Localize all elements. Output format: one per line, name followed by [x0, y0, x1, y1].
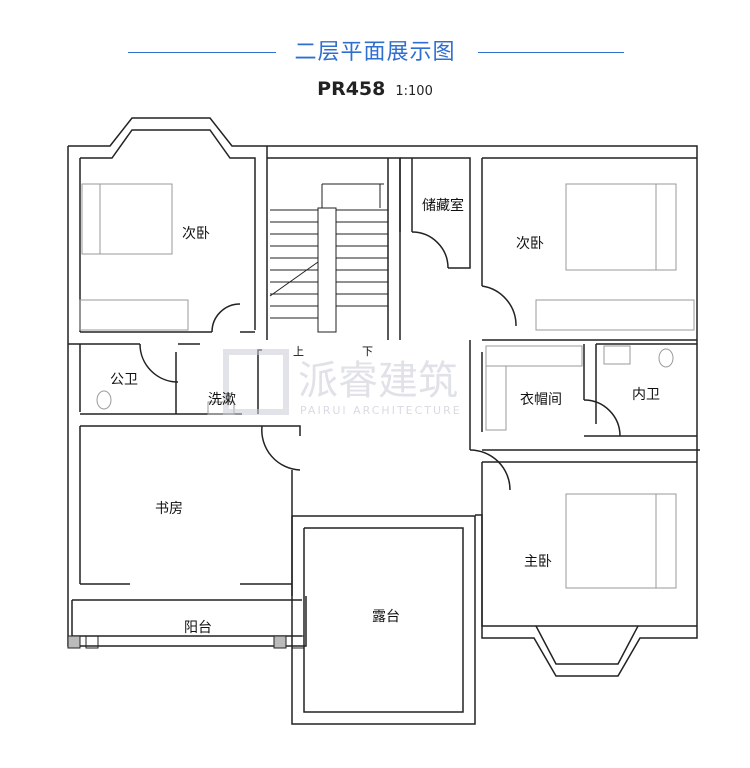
room-storage: 储藏室	[422, 197, 464, 214]
door-arc-bedroom-right	[481, 285, 517, 327]
room-terrace: 露台	[372, 609, 400, 625]
cloak-rack-side	[485, 365, 507, 431]
sink-wash	[207, 401, 235, 415]
stair-treads-right	[336, 209, 388, 307]
terrace-walls	[291, 515, 476, 725]
plan-code: PR458	[317, 78, 386, 100]
master-bay	[535, 625, 639, 665]
page-title: 二层平面展示图	[294, 40, 456, 65]
storage-walls	[399, 157, 471, 269]
walls	[67, 117, 700, 725]
title-rule-right	[478, 52, 624, 53]
watermark-sub: PAIRUI ARCHITECTURE	[300, 404, 462, 417]
post-1	[67, 635, 81, 649]
header: 二层平面展示图 PR458 1:100	[0, 0, 750, 110]
watermark-logo	[223, 349, 289, 415]
room-washroom: 洗漱	[208, 392, 236, 408]
stair-break-line	[269, 261, 319, 297]
study-bottom	[80, 470, 293, 596]
ensuite-walls	[583, 343, 697, 437]
title-rule-left	[128, 52, 276, 53]
door-arc-master	[469, 449, 511, 491]
bed-left	[81, 183, 173, 255]
cloak-walls	[469, 340, 700, 451]
room-study: 书房	[155, 501, 183, 517]
plan-code-line: PR458 1:100	[0, 78, 750, 100]
bed-master-pillow	[655, 493, 677, 589]
door-arc-bath	[139, 343, 179, 383]
room-balcony: 阳台	[184, 620, 212, 636]
room-bedroom-second-left: 次卧	[182, 226, 210, 242]
study-top	[80, 425, 301, 436]
room-ensuite-bath: 内卫	[632, 387, 660, 403]
door-arc-ensuite	[583, 399, 621, 437]
inner-wall-top-left	[79, 129, 256, 332]
balcony-posts	[67, 635, 305, 649]
room-public-bath: 公卫	[110, 372, 138, 388]
door-arc-storage	[411, 231, 449, 269]
bedroom-right-walls	[481, 157, 697, 341]
bed-master	[565, 493, 677, 589]
room-cloakroom: 衣帽间	[520, 392, 562, 408]
door-arc-study	[261, 425, 301, 471]
master-walls	[481, 461, 697, 627]
stair-landing	[321, 183, 384, 208]
watermark-text: 派睿建筑	[298, 358, 458, 404]
bed-left-pillow	[81, 183, 101, 255]
stair-treads-left	[270, 209, 318, 319]
toilet-ensuite	[658, 348, 674, 368]
plan-scale: 1:100	[395, 84, 433, 99]
toilet-public	[96, 390, 112, 410]
watermark: 派睿建筑 PAIRUI ARCHITECTURE	[223, 349, 462, 417]
bed-right-pillow	[655, 183, 677, 271]
post-3	[273, 635, 287, 649]
stair-well	[317, 207, 337, 333]
post-4	[291, 635, 305, 649]
stair-up-label: 上	[293, 345, 304, 358]
room-bedroom-second-right: 次卧	[516, 236, 544, 252]
cloak-rack-top	[485, 345, 583, 367]
sink-ensuite	[603, 345, 631, 365]
bed-right	[565, 183, 677, 271]
stair-down-label: 下	[362, 345, 373, 358]
furniture	[79, 183, 695, 589]
wardrobe-left	[79, 299, 189, 331]
room-master-bedroom: 主卧	[524, 554, 552, 570]
post-2	[85, 635, 99, 649]
door-arc-bedroom-left	[211, 303, 241, 333]
staircase	[269, 183, 388, 333]
wardrobe-right	[535, 299, 695, 331]
